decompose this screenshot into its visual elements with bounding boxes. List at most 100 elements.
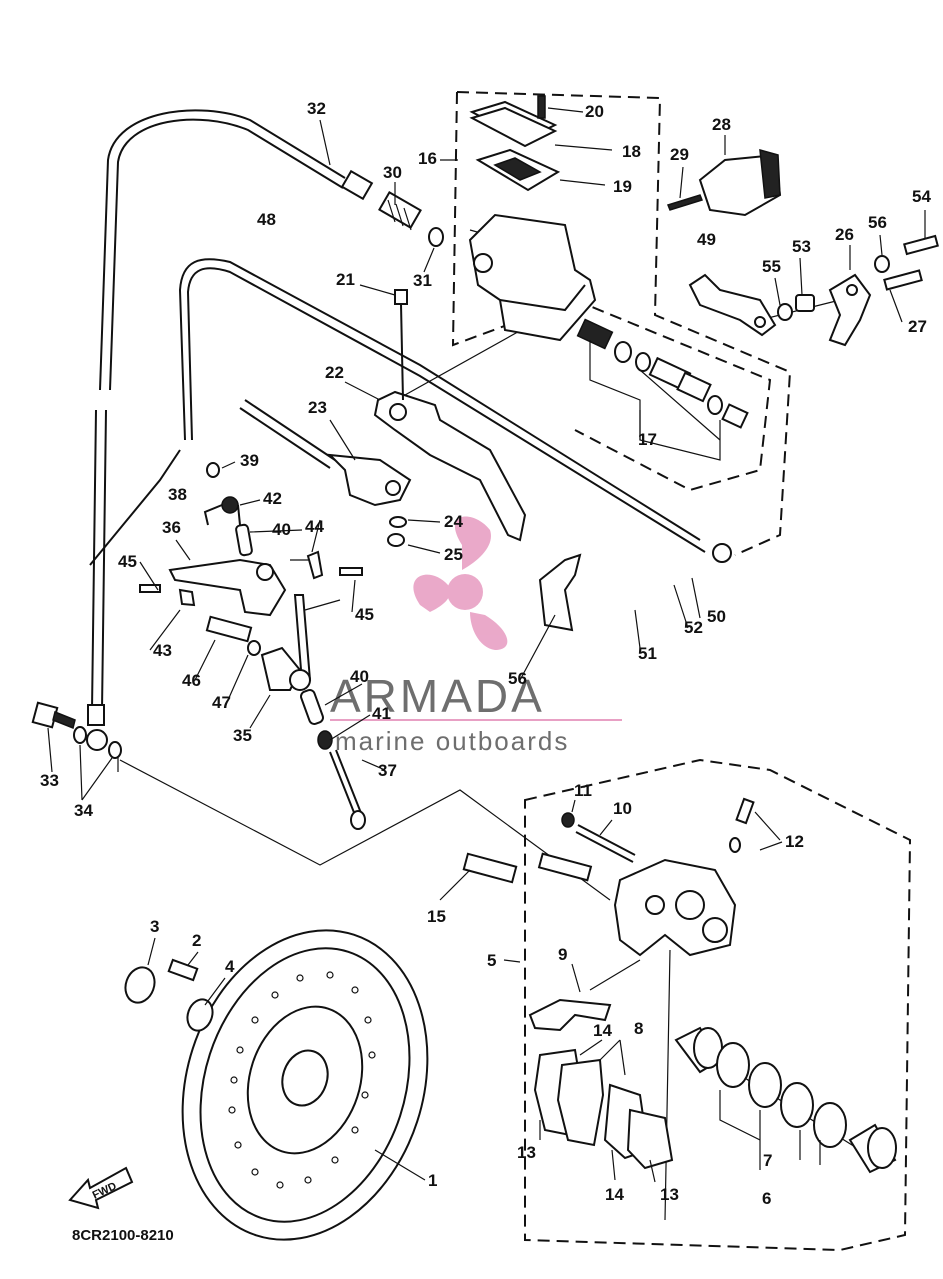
nut <box>387 533 405 547</box>
spring-41 <box>317 730 333 750</box>
callout: 13 <box>660 1185 679 1204</box>
callout: 40 <box>350 667 369 686</box>
callout: 56 <box>508 669 527 688</box>
brake-switch-lever <box>688 273 777 337</box>
callout: 20 <box>585 102 604 121</box>
callout: 33 <box>40 771 59 790</box>
callout: 45 <box>355 605 374 624</box>
brake-pedal-link <box>260 594 312 691</box>
callout: 1 <box>428 1171 437 1190</box>
callout: 35 <box>233 726 252 745</box>
key <box>167 958 199 982</box>
callout: 12 <box>785 832 804 851</box>
pin-40-lower <box>300 689 324 725</box>
forward-arrow-icon: FWD <box>68 1166 134 1210</box>
callout: 56 <box>868 213 887 232</box>
seal-bracket <box>719 1090 821 1170</box>
bolt-46 <box>205 615 253 643</box>
callout: 54 <box>912 187 931 206</box>
brake-rod <box>329 749 366 830</box>
callout: 5 <box>487 951 496 970</box>
clip-44 <box>306 550 324 580</box>
callout: 23 <box>308 398 327 417</box>
callout: 14 <box>593 1021 612 1040</box>
piston-kit <box>576 318 749 429</box>
cable-end-nipple <box>712 543 732 563</box>
callout: 9 <box>558 945 567 964</box>
callout: 2 <box>192 931 201 950</box>
circlip <box>124 966 156 1004</box>
callout: 36 <box>162 518 181 537</box>
callout: 40 <box>272 520 291 539</box>
callout: 34 <box>74 801 93 820</box>
washer-34a <box>73 726 87 744</box>
callout: 49 <box>697 230 716 249</box>
spacer <box>795 294 815 312</box>
washer-47 <box>247 640 261 656</box>
callout: 8 <box>634 1019 643 1038</box>
brake-pads <box>533 1048 674 1170</box>
callout: 24 <box>444 512 463 531</box>
callout: 39 <box>240 451 259 470</box>
diaphragm <box>475 148 561 192</box>
banjo-bolt <box>378 190 422 231</box>
diagram-code: 8CR2100-8210 <box>72 1227 174 1244</box>
callout: 21 <box>336 270 355 289</box>
return-spring <box>203 496 241 526</box>
callout: 11 <box>574 781 592 800</box>
callout: 28 <box>712 115 731 134</box>
callout: 52 <box>684 618 703 637</box>
bleed-screw <box>729 797 755 853</box>
hose-fitting-top <box>340 169 374 201</box>
brake-lever <box>373 390 527 542</box>
callout: 7 <box>763 1151 772 1170</box>
screw-45-right <box>339 567 363 576</box>
pad-pin <box>575 824 636 863</box>
callout: 46 <box>182 671 201 690</box>
reservoir-cap <box>469 100 558 148</box>
callout: 45 <box>118 552 137 571</box>
lever-pivot-bolt <box>394 289 408 401</box>
pin-43 <box>178 588 196 607</box>
callout: 47 <box>212 693 231 712</box>
piston-kit-group-box <box>451 91 772 492</box>
brake-hose <box>99 109 346 391</box>
cap-screw <box>537 95 546 119</box>
callout: 6 <box>762 1189 771 1208</box>
callout: 32 <box>307 99 326 118</box>
master-cylinder <box>468 213 597 342</box>
brake-arm <box>168 558 287 617</box>
callout: 55 <box>762 257 781 276</box>
caliper-bolt-15 <box>462 852 518 884</box>
screw-45-left <box>139 584 161 593</box>
callout: 44 <box>305 517 324 536</box>
bolt-threads <box>52 710 76 730</box>
callout: 27 <box>908 317 927 336</box>
callout: 29 <box>670 145 689 164</box>
handlebar-rod <box>239 399 336 469</box>
callout: 13 <box>517 1143 536 1162</box>
callout: 51 <box>638 644 657 663</box>
collar <box>777 303 793 321</box>
brake-disc <box>181 929 429 1241</box>
callout-leaders <box>47 107 926 1183</box>
callout: 15 <box>427 907 446 926</box>
watermark-brand: ARMADA <box>330 670 545 722</box>
brake-cable-end <box>89 449 181 566</box>
bolt-54 <box>903 234 939 256</box>
callout: 10 <box>613 799 632 818</box>
pad-spring <box>528 998 612 1032</box>
callout: 30 <box>383 163 402 182</box>
spacer-ring <box>186 998 214 1032</box>
switch-screw <box>667 194 703 211</box>
brake-caliper <box>613 858 737 957</box>
e-clip <box>206 462 220 478</box>
washer-56 <box>874 255 890 273</box>
switch-bracket <box>828 273 872 347</box>
callout: 14 <box>605 1185 624 1204</box>
callout: 26 <box>835 225 854 244</box>
washer-34b <box>108 741 122 759</box>
caliper-group-box <box>524 758 912 1252</box>
